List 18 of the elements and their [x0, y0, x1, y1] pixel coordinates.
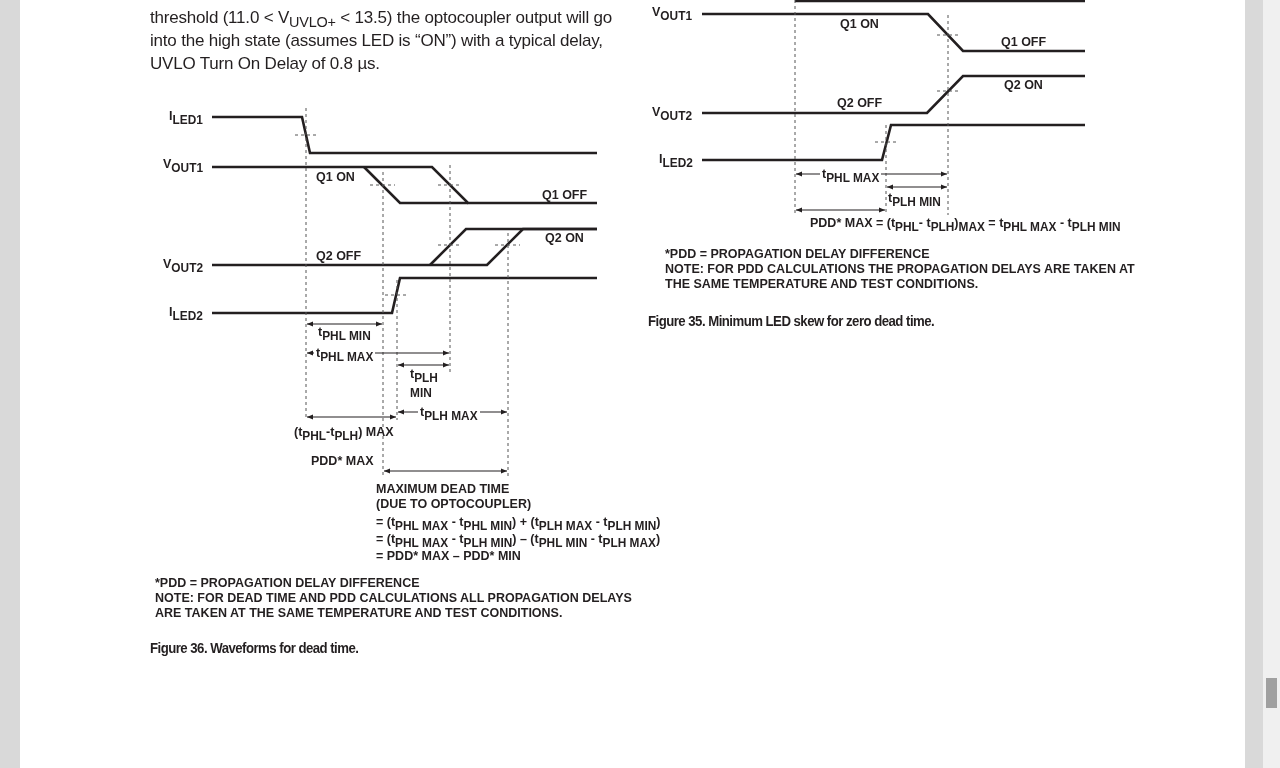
note: NOTE: FOR PDD CALCULATIONS THE PROPAGATION DELAYS ARE TAKEN AT THE SAME TEMPERATURE AND TEST CONDITIONS. [665, 262, 1135, 292]
formula: = PDD* MAX – PDD* MIN [376, 549, 521, 564]
state-label: Q1 OFF [542, 188, 588, 203]
figure-caption: Figure 36. Waveforms for dead time. [150, 640, 359, 655]
state-label: Q1 ON [316, 170, 355, 185]
state-label: Q2 OFF [316, 249, 362, 264]
note: *PDD = PROPAGATION DELAY DIFFERENCE [155, 576, 420, 591]
figure-caption: Figure 35. Minimum LED skew for zero dead time. [648, 313, 935, 328]
note: *PDD = PROPAGATION DELAY DIFFERENCE [665, 247, 930, 262]
state-label: Q1 ON [840, 17, 879, 32]
state-label: Q2 ON [545, 231, 584, 246]
paragraph: threshold (11.0 < V$_{UVLO+}$ < 13.5) the optocoupler output will go into the high state (assumes LED is “ON”) with a typical delay, UVLO Turn On Delay of 0.8 µs. [150, 7, 613, 75]
state-label: Q2 OFF [837, 96, 883, 111]
note: NOTE: FOR DEAD TIME AND PDD CALCULATIONS ALL PROPAGATION DELAYS ARE TAKEN AT THE SAME TEMPERATURE AND TEST CONDITIONS. [155, 591, 633, 621]
state-label: Q2 ON [1004, 78, 1043, 93]
state-label: Q1 OFF [1001, 35, 1047, 50]
note: MAXIMUM DEAD TIME (DUE TO OPTOCOUPLER) [376, 482, 533, 512]
timing-label: PDD* MAX [311, 454, 374, 469]
